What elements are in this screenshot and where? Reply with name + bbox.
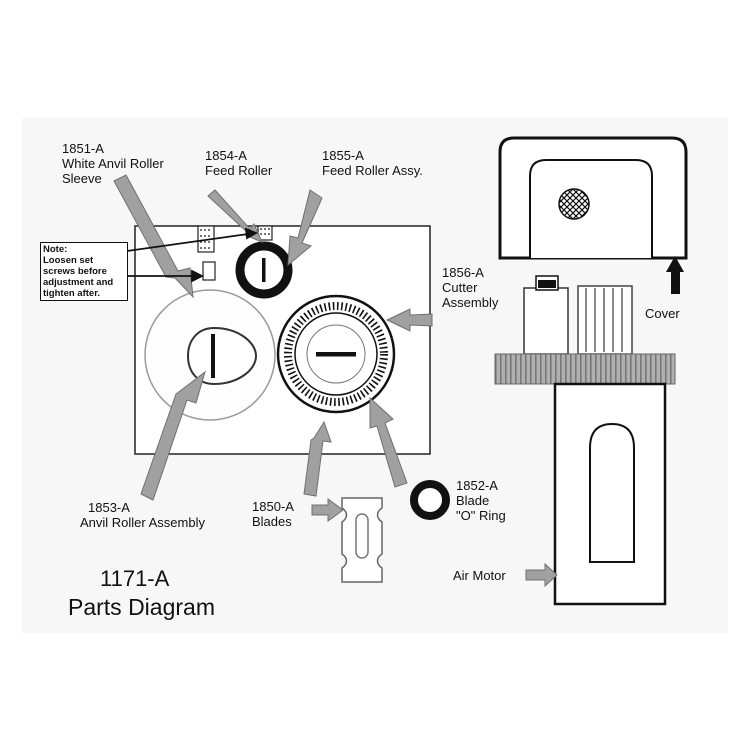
part-name: Cutter <box>442 280 478 295</box>
part-number: 1856-A <box>442 265 484 280</box>
part-name: Feed Roller Assy. <box>322 163 423 178</box>
part-name: Feed Roller <box>205 163 273 178</box>
note-heading: Note: <box>43 244 68 255</box>
motor-coupling <box>523 275 569 355</box>
label-blades: 1850-A Blades <box>252 499 294 529</box>
blades-part <box>341 497 383 583</box>
label-cutter-assembly: 1856-A Cutter Assembly <box>442 265 498 310</box>
note-line: Loosen set <box>43 255 94 266</box>
cover-arrow <box>666 256 684 294</box>
diagram-title: Parts Diagram <box>68 594 215 620</box>
part-name: "O" Ring <box>456 508 506 523</box>
label-cover: Cover <box>645 306 680 321</box>
part-name: Sleeve <box>62 171 102 186</box>
anvil-roller-hub <box>186 326 258 386</box>
part-number: 1855-A <box>322 148 364 163</box>
air-motor-body <box>553 382 667 606</box>
note-line: tighten after. <box>43 288 101 299</box>
part-name: Anvil Roller Assembly <box>80 515 205 530</box>
part-number: 1854-A <box>205 148 247 163</box>
label-blade-o-ring: 1852-A Blade "O" Ring <box>456 478 506 523</box>
label-feed-roller-assy: 1855-A Feed Roller Assy. <box>322 148 423 178</box>
cover <box>498 136 688 260</box>
part-name: Blades <box>252 514 292 529</box>
part-name: White Anvil Roller <box>62 156 164 171</box>
arrow-1853a <box>140 370 206 501</box>
cutter-assembly <box>276 294 396 414</box>
label-feed-roller: 1854-A Feed Roller <box>205 148 272 178</box>
motor-spindle <box>577 285 633 355</box>
diagram-number: 1171-A <box>100 566 170 591</box>
label-anvil-roller-assembly: 1853-A Anvil Roller Assembly <box>80 500 205 530</box>
motor-collar <box>494 353 676 385</box>
note-line: screws before <box>43 266 107 277</box>
feed-roller <box>235 241 293 299</box>
arrow-1856a <box>385 308 433 332</box>
part-number: 1852-A <box>456 478 498 493</box>
note-box: Note: Loosen set screws before adjustmen… <box>40 242 128 301</box>
label-white-anvil-roller-sleeve: 1851-A White Anvil Roller Sleeve <box>62 141 164 186</box>
arrow-1851a <box>113 174 194 299</box>
callout-arrows <box>113 174 558 588</box>
note-line: adjustment and <box>43 277 114 288</box>
arrow-1850a-lower <box>311 498 344 522</box>
part-name: Assembly <box>442 295 499 310</box>
part-number: 1851-A <box>62 141 104 156</box>
arrow-air-motor <box>525 562 558 588</box>
label-air-motor: Air Motor <box>453 568 506 583</box>
blade-o-ring <box>410 480 450 520</box>
arrow-1852a <box>369 396 408 488</box>
arrow-1850a-upper <box>303 420 332 497</box>
arrow-1855a <box>287 189 323 267</box>
part-number: 1850-A <box>252 499 294 514</box>
note-leaders <box>119 227 259 283</box>
part-name: Blade <box>456 493 490 508</box>
part-number: 1853-A <box>88 500 130 515</box>
